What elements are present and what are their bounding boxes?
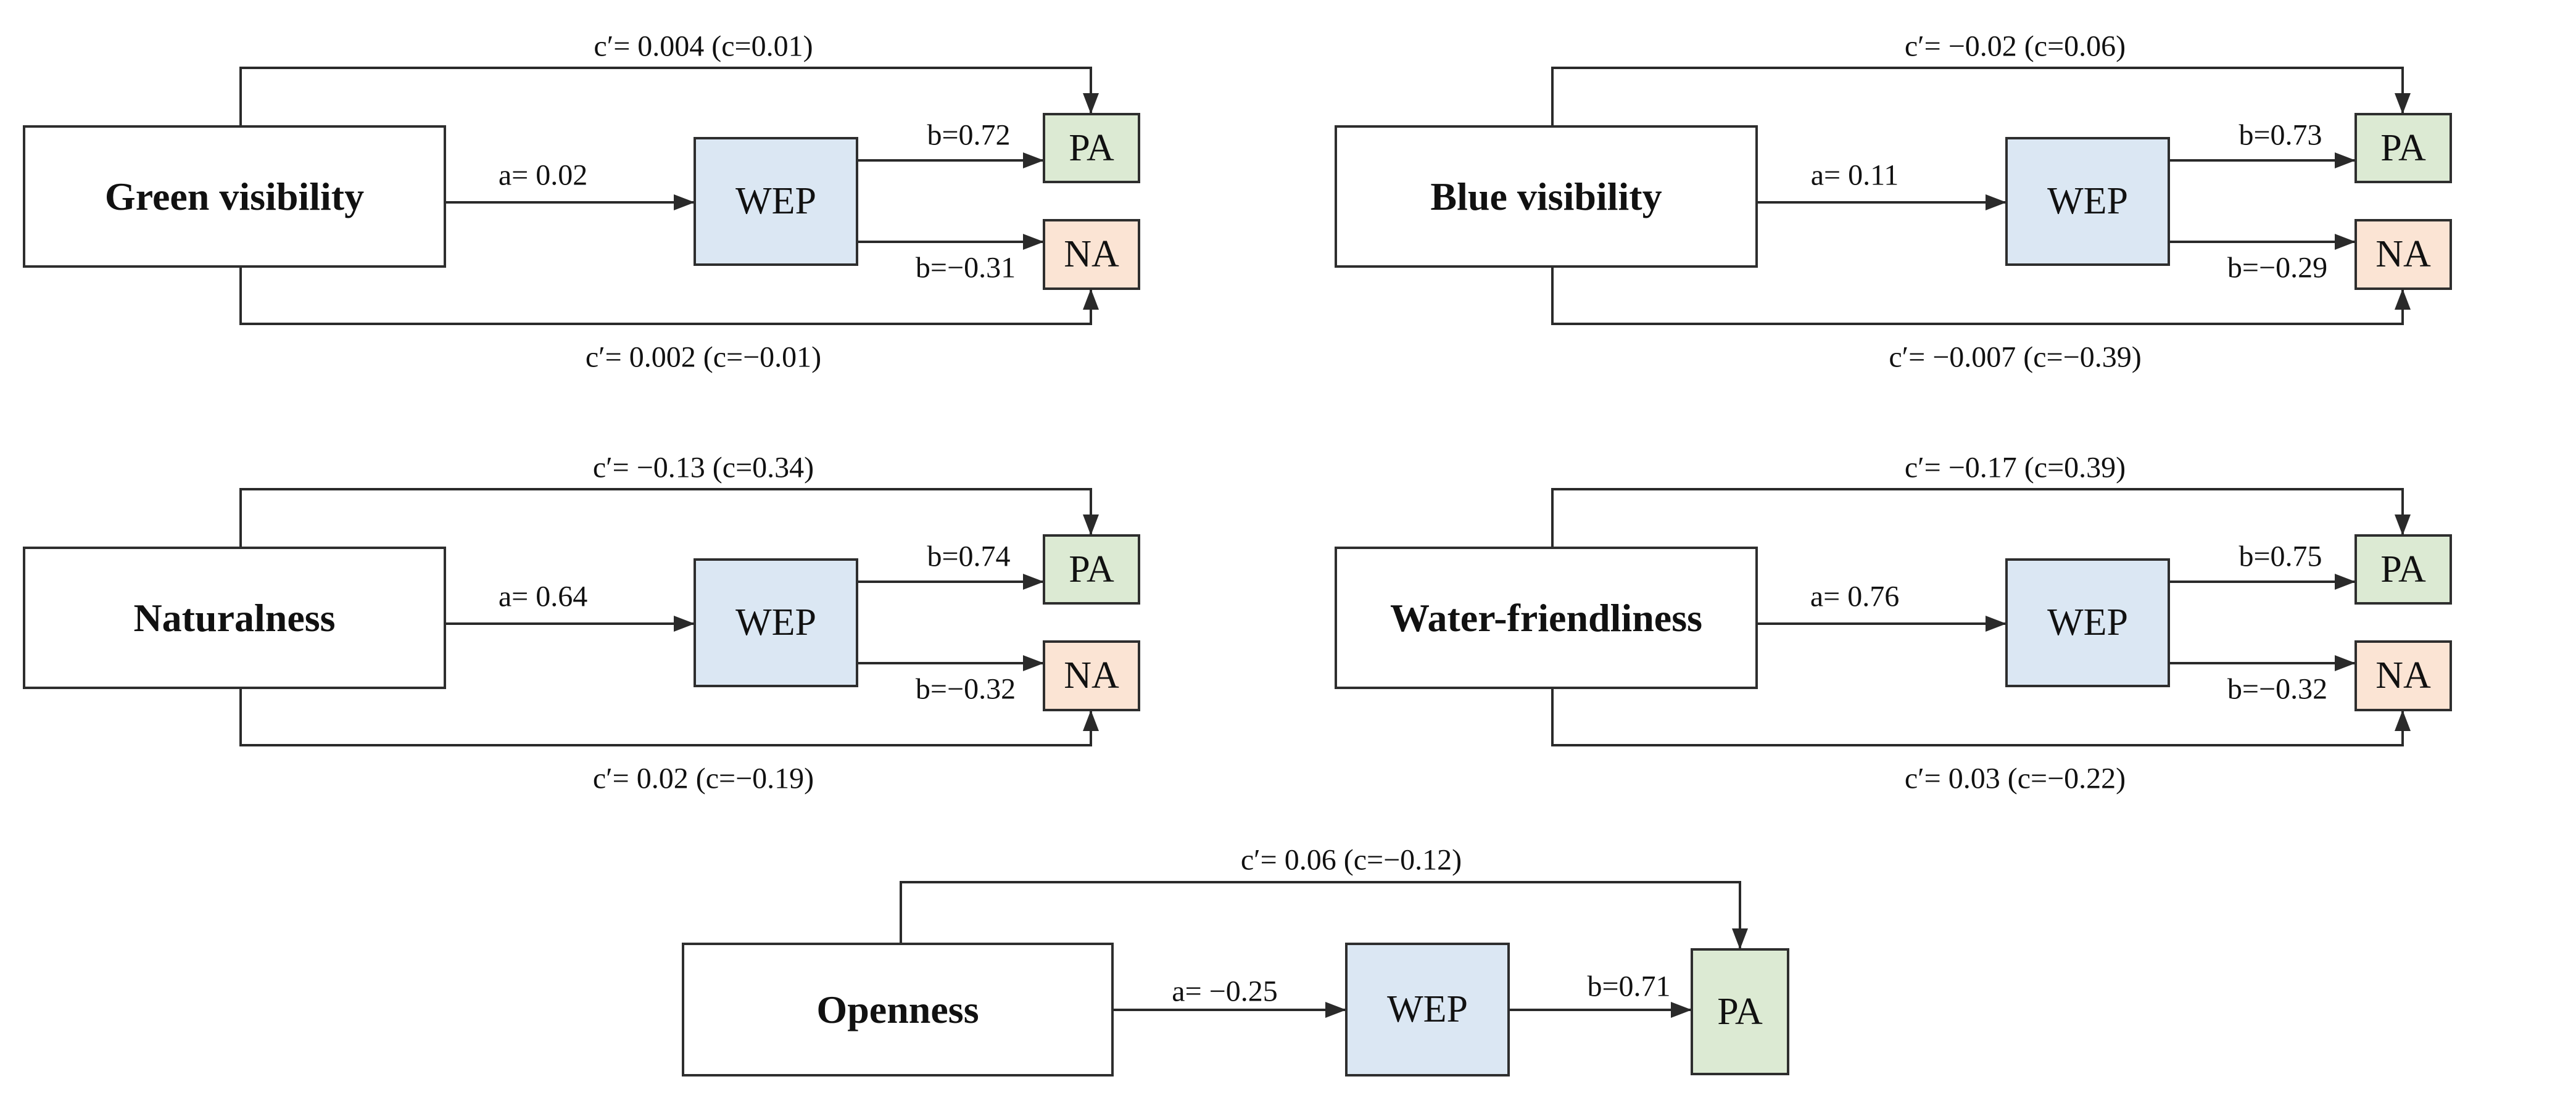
outcome-box-pa: PA [1691, 948, 1789, 1075]
path-b-pa-label: b=0.71 [1587, 970, 1671, 1003]
direct-effect-top-label: c′= 0.004 (c=0.01) [594, 30, 813, 63]
mediator-box-wep: WEP [1345, 943, 1510, 1076]
path-b-na-label: b=−0.32 [2227, 672, 2328, 706]
predictor-label: Openness [816, 987, 979, 1031]
path-arrows [239, 488, 1099, 746]
pa-label: PA [1717, 990, 1763, 1033]
path-arrows [1551, 67, 2411, 325]
outcome-box-pa: PA [2354, 113, 2452, 183]
direct-effect-top-label: c′= −0.02 (c=0.06) [1904, 30, 2126, 63]
panel-water-friendliness: Water-friendliness WEP PA NA c′= −0.17 (… [1312, 445, 2576, 815]
path-b-na-label: b=−0.29 [2227, 251, 2328, 284]
path-arrows [239, 67, 1099, 325]
path-a-label: a= 0.76 [1810, 580, 1900, 613]
path-b-pa-label: b=0.75 [2238, 540, 2322, 573]
pa-label: PA [1069, 548, 1114, 590]
direct-effect-top-label: c′= −0.17 (c=0.39) [1904, 451, 2126, 484]
predictor-label: Naturalness [133, 595, 336, 640]
panel-green-visibility: Green visibility WEP PA NA c′= 0.004 (c=… [0, 23, 1290, 394]
predictor-label: Blue visibility [1430, 174, 1662, 218]
direct-effect-bottom-label: c′= 0.002 (c=−0.01) [585, 341, 822, 374]
outcome-box-pa: PA [2354, 534, 2452, 605]
outcome-box-pa: PA [1043, 113, 1140, 183]
predictor-label: Green visibility [104, 174, 365, 218]
mediator-label: WEP [735, 601, 816, 643]
path-a-label: a= 0.64 [498, 580, 588, 613]
direct-effect-bottom-label: c′= −0.007 (c=−0.39) [1889, 341, 2142, 374]
predictor-box: Water-friendliness [1335, 547, 1758, 689]
direct-effect-bottom-label: c′= 0.03 (c=−0.22) [1904, 762, 2126, 795]
mediator-label: WEP [1387, 988, 1468, 1030]
predictor-label: Water-friendliness [1390, 595, 1702, 640]
path-b-na-label: b=−0.32 [915, 672, 1016, 706]
path-arrows [1551, 488, 2411, 746]
predictor-box: Openness [682, 943, 1114, 1076]
path-b-na-label: b=−0.31 [915, 251, 1016, 284]
path-b-pa-label: b=0.74 [927, 540, 1011, 573]
outcome-box-na: NA [1043, 219, 1140, 290]
path-a-label: a= 0.11 [1810, 159, 1899, 192]
mediator-label: WEP [2047, 180, 2128, 222]
path-b-pa-label: b=0.72 [927, 118, 1011, 152]
predictor-box: Green visibility [23, 125, 446, 268]
na-label: NA [1064, 233, 1119, 275]
direct-effect-top-label: c′= −0.13 (c=0.34) [592, 451, 814, 484]
path-arrows [900, 881, 1748, 1018]
panel-blue-visibility: Blue visibility WEP PA NA c′= −0.02 (c=0… [1312, 23, 2576, 394]
predictor-box: Blue visibility [1335, 125, 1758, 268]
mediator-label: WEP [2047, 601, 2128, 643]
panel-openness: Openness WEP PA c′= 0.06 (c=−0.12) a= −0… [642, 838, 1876, 1095]
pa-label: PA [1069, 126, 1114, 169]
mediator-box-wep: WEP [694, 558, 858, 687]
predictor-box: Naturalness [23, 547, 446, 689]
outcome-box-pa: PA [1043, 534, 1140, 605]
na-label: NA [2375, 233, 2431, 275]
panel-naturalness: Naturalness WEP PA NA c′= −0.13 (c=0.34)… [0, 445, 1290, 815]
outcome-box-na: NA [2354, 640, 2452, 711]
pa-label: PA [2380, 548, 2426, 590]
direct-effect-bottom-label: c′= 0.02 (c=−0.19) [592, 762, 814, 795]
direct-effect-top-label: c′= 0.06 (c=−0.12) [1240, 843, 1462, 877]
mediator-box-wep: WEP [2005, 137, 2170, 266]
pa-label: PA [2380, 126, 2426, 169]
path-a-label: a= 0.02 [498, 159, 588, 192]
mediator-box-wep: WEP [2005, 558, 2170, 687]
na-label: NA [2375, 655, 2431, 696]
mediator-box-wep: WEP [694, 137, 858, 266]
path-a-label: a= −0.25 [1172, 975, 1278, 1008]
outcome-box-na: NA [1043, 640, 1140, 711]
outcome-box-na: NA [2354, 219, 2452, 290]
path-b-pa-label: b=0.73 [2238, 118, 2322, 152]
mediator-label: WEP [735, 180, 816, 222]
na-label: NA [1064, 655, 1119, 696]
